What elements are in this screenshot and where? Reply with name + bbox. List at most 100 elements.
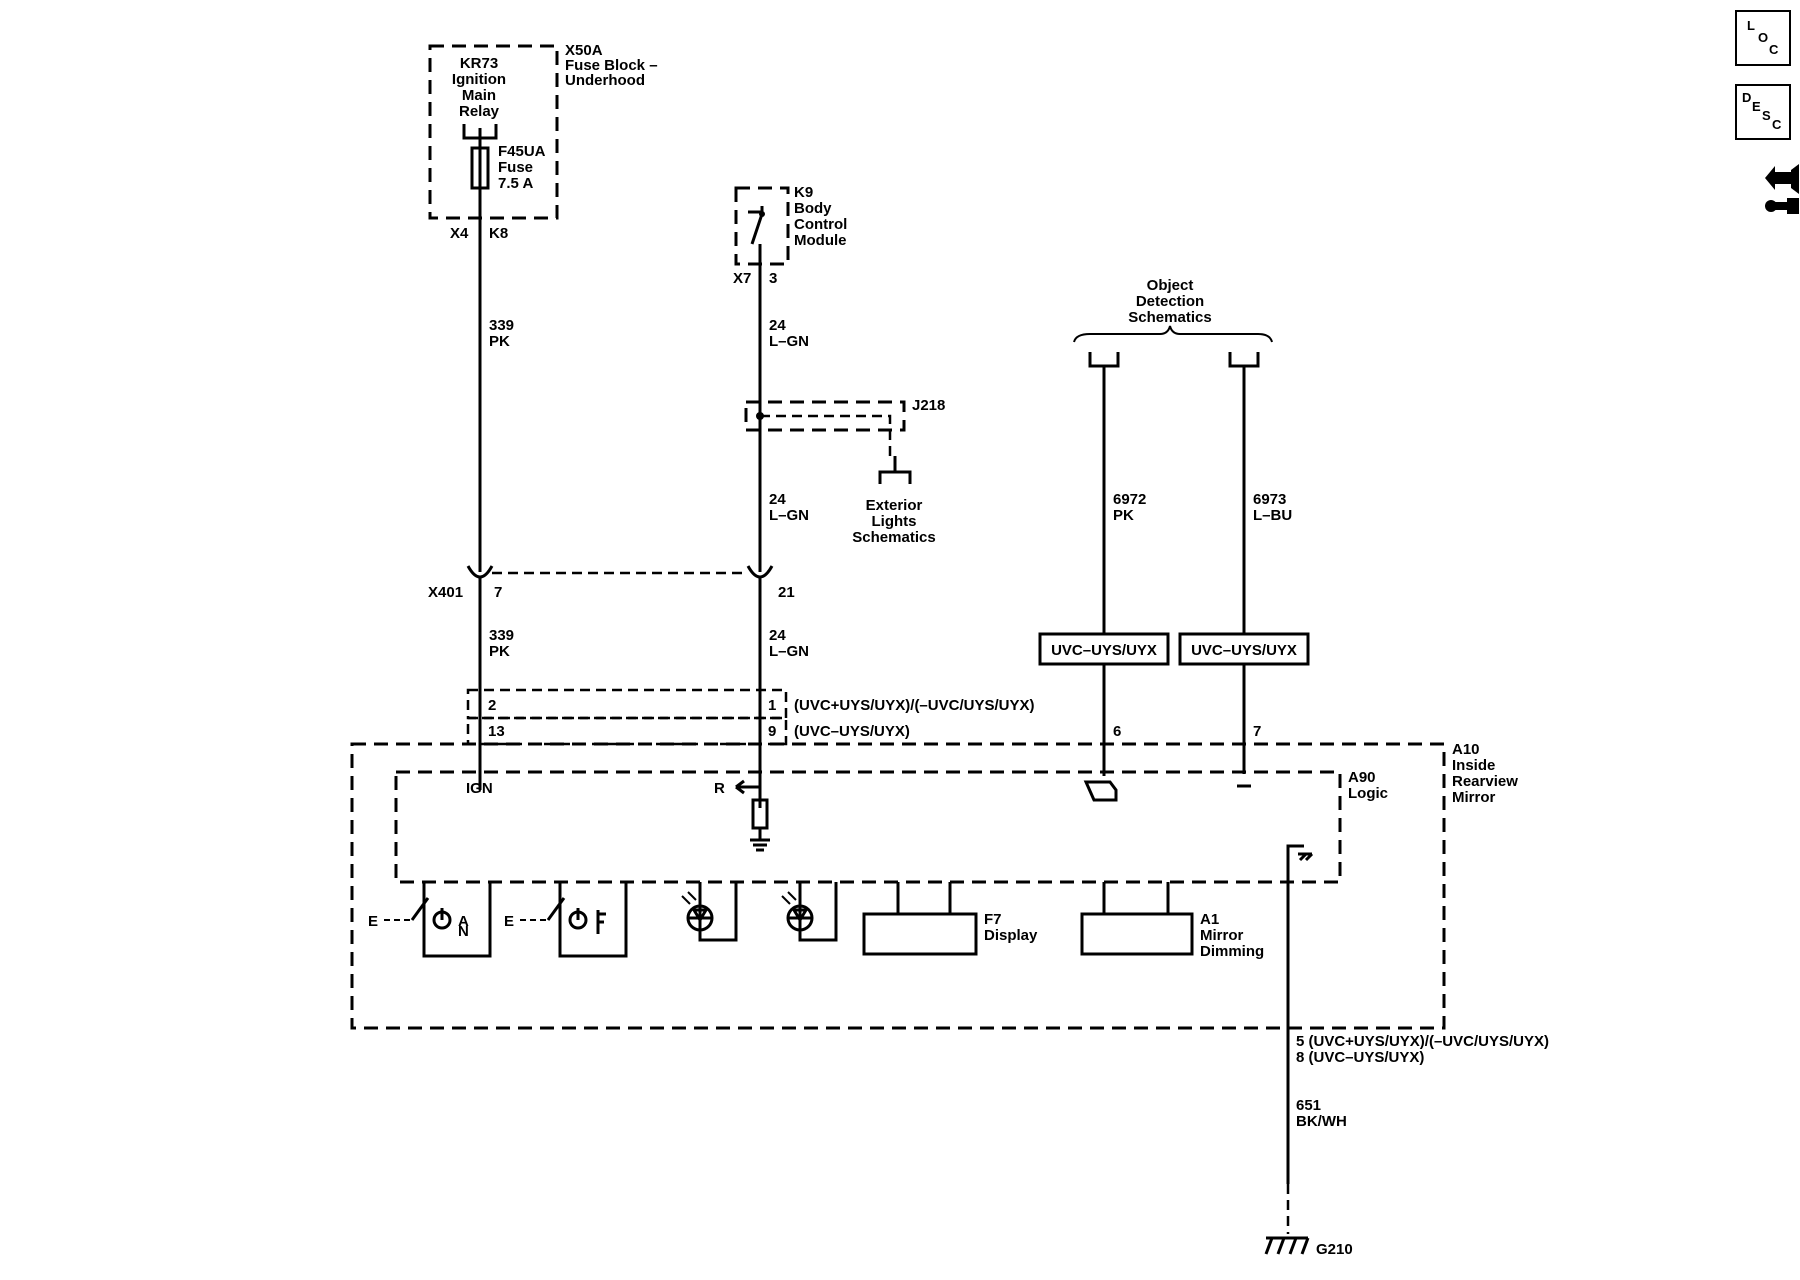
x4-connector-label: X4 [450, 225, 469, 242]
a90-label: A90 Logic [1348, 769, 1388, 802]
svg-text:Rearview: Rearview [1452, 773, 1518, 790]
wire-6972-label: 6972 PK [1113, 491, 1146, 524]
kr73-label: KR73 Ignition Main Relay [452, 55, 506, 120]
connector-repair-button[interactable] [1765, 158, 1799, 220]
desc-button[interactable]: D E S C [1735, 84, 1791, 140]
svg-text:7.5 A: 7.5 A [498, 175, 533, 192]
pin-9-label: 9 [768, 723, 776, 740]
wire-339-upper-label: 339 PK [489, 317, 514, 350]
wire-24-middle-label: 24 L–GN [769, 491, 809, 524]
pin-2-label: 2 [488, 697, 496, 714]
svg-text:K9: K9 [794, 184, 813, 201]
x401-pin-21-symbol [746, 565, 774, 579]
svg-text:Dimming: Dimming [1200, 943, 1264, 960]
fuse-block-outline [428, 44, 559, 220]
g210-ground-icon [1264, 1236, 1310, 1255]
bcm-switch-symbol [748, 206, 764, 245]
svg-text:E: E [368, 913, 378, 930]
exterior-lights-bracket [878, 456, 912, 484]
svg-text:E: E [504, 913, 514, 930]
svg-text:L–GN: L–GN [769, 333, 809, 350]
wire-24-lower-label: 24 L–GN [769, 627, 809, 660]
svg-text:Detection: Detection [1136, 293, 1204, 310]
svg-text:6972: 6972 [1113, 491, 1146, 508]
x401-pin-21-label: 21 [778, 584, 795, 601]
module-ground-icon [1286, 844, 1314, 1030]
svg-text:L–GN: L–GN [769, 643, 809, 660]
ground-pin-note-2: 8 (UVC–UYS/UYX) [1296, 1049, 1424, 1066]
x50a-label: X50A Fuse Block – Underhood [565, 42, 658, 89]
light-sensor-1 [681, 882, 738, 942]
svg-text:PK: PK [489, 643, 510, 660]
pin-6-label: 6 [1113, 723, 1121, 740]
svg-text:Body: Body [794, 200, 832, 217]
wire-339-lower-label: 339 PK [489, 627, 514, 660]
svg-text:Mirror: Mirror [1452, 789, 1496, 806]
svg-text:651: 651 [1296, 1097, 1321, 1114]
x7-pin-label: 3 [769, 270, 777, 287]
svg-text:X50A: X50A [565, 42, 603, 59]
k8-pin-label: K8 [489, 225, 508, 242]
f7-display: F7 Display [862, 882, 1038, 956]
x401-label: X401 [428, 584, 463, 601]
j218-label: J218 [912, 397, 945, 414]
option-box-left-label: UVC–UYS/UYX [1051, 642, 1157, 659]
svg-text:Fuse Block –: Fuse Block – [565, 57, 658, 74]
loc-button[interactable]: L O C [1735, 10, 1791, 66]
light-sensor-2 [781, 882, 838, 942]
svg-text:339: 339 [489, 317, 514, 334]
f45ua-label: F45UA Fuse 7.5 A [498, 143, 546, 192]
r-input-arrow [735, 779, 760, 795]
loc-letter-l: L [1747, 18, 1755, 33]
connector-repair-icon [1765, 164, 1799, 214]
k9-label: K9 Body Control Module [794, 184, 847, 249]
svg-text:L–GN: L–GN [769, 507, 809, 524]
svg-text:24: 24 [769, 491, 786, 508]
svg-text:Mirror: Mirror [1200, 927, 1244, 944]
object-detection-label: Object Detection Schematics [1128, 277, 1211, 326]
svg-text:KR73: KR73 [460, 55, 498, 72]
exterior-lights-label: Exterior Lights Schematics [852, 497, 935, 546]
k9-bcm-outline [734, 186, 790, 266]
desc-letter-s: S [1762, 108, 1771, 123]
wire-6973-label: 6973 L–BU [1253, 491, 1292, 524]
svg-text:PK: PK [1113, 507, 1134, 524]
svg-text:Main: Main [462, 87, 496, 104]
desc-letter-d: D [1742, 90, 1752, 105]
x401-pin-7-label: 7 [494, 584, 502, 601]
svg-text:F7: F7 [984, 911, 1002, 928]
option-note-2: (UVC–UYS/UYX) [794, 723, 910, 740]
a90-logic-outline [394, 770, 1342, 884]
pin-13-label: 13 [488, 723, 505, 740]
svg-text:BK/WH: BK/WH [1296, 1113, 1347, 1130]
desc-letter-c: C [1772, 117, 1782, 132]
object-detection-bracket [1073, 325, 1273, 343]
connector-option-b [466, 716, 788, 746]
svg-text:Control: Control [794, 216, 847, 233]
desc-letter-e: E [1752, 99, 1761, 114]
a10-label: A10 Inside Rearview Mirror [1452, 741, 1518, 806]
switch-auto-dimming: E A N [368, 882, 492, 958]
a10-mirror-outline [350, 742, 1446, 1030]
wire-24-upper-label: 24 L–GN [769, 317, 809, 350]
ign-input-label: IGN [466, 780, 493, 797]
svg-text:Relay: Relay [459, 103, 500, 120]
svg-text:N: N [458, 923, 469, 940]
loc-letter-o: O [1758, 30, 1769, 45]
svg-text:A: A [458, 913, 469, 930]
option-note-1: (UVC+UYS/UYX)/(–UVC/UYS/UYX) [794, 697, 1034, 714]
svg-text:Schematics: Schematics [852, 529, 935, 546]
j218-branch-wire [760, 414, 892, 456]
g210-label: G210 [1316, 1241, 1353, 1258]
x401-pin-7-symbol [466, 565, 494, 579]
a1-mirror-dimming: A1 Mirror Dimming [1080, 882, 1264, 960]
j218-splice-outline [744, 400, 906, 432]
svg-text:24: 24 [769, 317, 786, 334]
svg-text:Inside: Inside [1452, 757, 1495, 774]
svg-text:24: 24 [769, 627, 786, 644]
svg-text:Ignition: Ignition [452, 71, 506, 88]
svg-text:PK: PK [489, 333, 510, 350]
svg-text:Underhood: Underhood [565, 72, 645, 89]
svg-text:Schematics: Schematics [1128, 309, 1211, 326]
